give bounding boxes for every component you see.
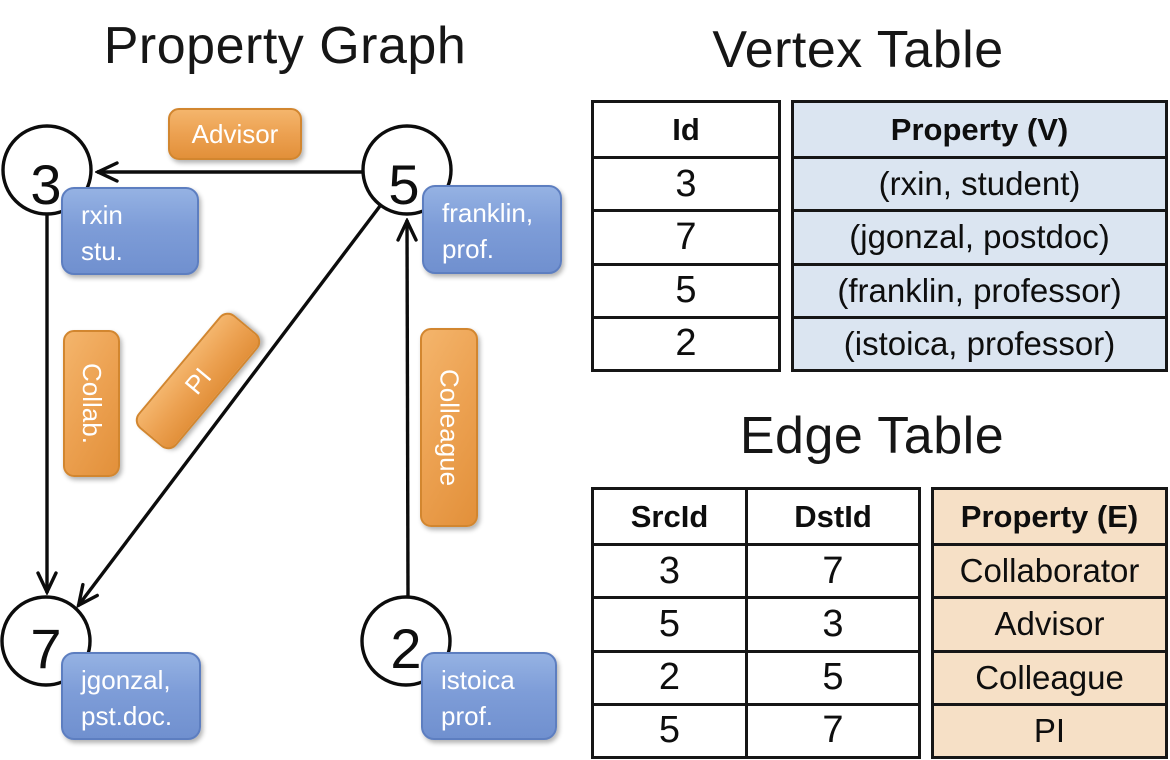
column-header: DstId	[745, 490, 918, 544]
table-cell: PI	[934, 702, 1165, 756]
table-cell: Collaborator	[934, 543, 1165, 596]
edge-label-advisor: Advisor	[168, 108, 302, 160]
vertex-table-property-column: Property (V) (rxin, student) (jgonzal, p…	[791, 100, 1168, 372]
edge-label-collab: Collab.	[63, 330, 120, 477]
table-cell: (istoica, professor)	[794, 315, 1165, 369]
table-cell: 2	[594, 649, 745, 703]
edge-table-property-column: Property (E) Collaborator Advisor Collea…	[931, 487, 1168, 759]
node-label-franklin: franklin, prof.	[422, 185, 562, 274]
edge-table-id-columns: SrcId DstId 3 7 5 3 2 5 5 7	[591, 487, 921, 759]
table-cell: 5	[594, 702, 745, 756]
table-cell: 7	[594, 209, 778, 262]
column-header: Id	[672, 111, 700, 147]
table-cell: Colleague	[934, 649, 1165, 703]
edge-label-colleague: Colleague	[420, 328, 478, 527]
edge-pi-arrow	[78, 204, 382, 606]
table-cell: 7	[745, 543, 918, 597]
vertex-table-id-column: Id 3 7 5 2	[591, 100, 781, 372]
node-label-jgonzal: jgonzal, pst.doc.	[61, 652, 201, 740]
node-id-7: 7	[30, 617, 61, 680]
table-cell: 3	[745, 596, 918, 650]
table-cell: 3	[594, 156, 778, 209]
column-header: SrcId	[630, 498, 709, 534]
column-header: Property (E)	[960, 498, 1139, 534]
property-graph-title: Property Graph	[103, 17, 467, 75]
node-label-istoica: istoica prof.	[421, 652, 557, 740]
table-cell: 5	[594, 262, 778, 316]
table-cell: (franklin, professor)	[794, 262, 1165, 316]
table-cell: 5	[594, 596, 745, 649]
table-cell: 3	[594, 543, 745, 596]
edge-table-title: Edge Table	[739, 407, 1005, 465]
column-header: Property (V)	[890, 111, 1069, 147]
table-cell: 7	[745, 702, 918, 756]
table-cell: Advisor	[934, 596, 1165, 649]
node-id-5: 5	[388, 153, 419, 216]
edge-colleague-arrow	[407, 220, 408, 598]
node-id-3: 3	[30, 153, 61, 216]
table-cell: 2	[594, 315, 778, 369]
table-cell: 5	[745, 649, 918, 703]
vertex-table-title: Vertex Table	[712, 21, 1004, 79]
table-cell: (jgonzal, postdoc)	[794, 209, 1165, 262]
node-label-rxin: rxin stu.	[61, 187, 199, 275]
node-id-2: 2	[390, 617, 421, 680]
table-cell: (rxin, student)	[794, 156, 1165, 209]
